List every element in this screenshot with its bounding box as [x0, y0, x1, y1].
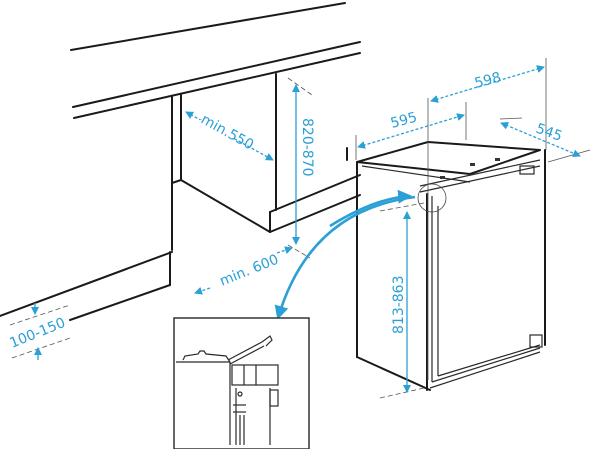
right-cabinet [269, 73, 361, 233]
left-cabinet [0, 94, 271, 321]
label-plinth-height: 100-150 [8, 315, 68, 352]
appliance-body [356, 141, 546, 391]
detail-inset [173, 317, 310, 449]
label-niche-height: 820-870 [299, 118, 315, 177]
label-appliance-width: 595 [389, 109, 419, 131]
label-appliance-height: 813-863 [391, 276, 407, 335]
countertop [70, 2, 361, 119]
dimension-appliance-height: 813-863 [379, 202, 425, 399]
dimension-appliance-width-overall: 598 [427, 58, 547, 380]
dimension-plinth-height: 100-150 [8, 303, 71, 360]
dimension-niche-depth: min.550 [185, 111, 274, 161]
dimension-niche-height: 820-870 [287, 77, 315, 259]
label-appliance-depth: 545 [534, 121, 565, 145]
dimension-appliance-width: 595 [355, 102, 467, 160]
label-appliance-width-overall: 598 [473, 69, 503, 91]
label-door-clearance: min. 600 [218, 252, 282, 290]
door-swing-arc [274, 189, 416, 320]
dimension-door-clearance: min. 600 [194, 246, 293, 295]
